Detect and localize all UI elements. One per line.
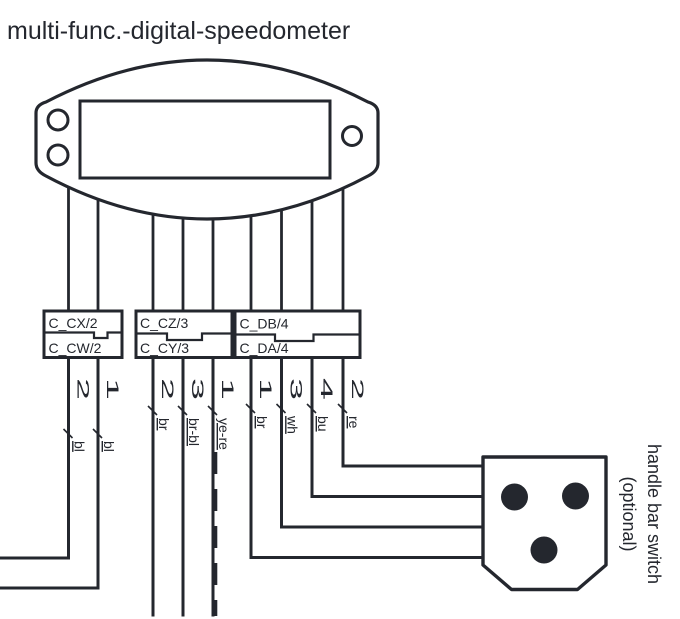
tick [275,403,287,414]
connector-block-1: C_CX/2 C_CW/2 [42,309,124,359]
wire-color-label: bl [101,441,117,452]
wire-bl-2 [0,357,70,560]
wire-re-2 [341,357,490,468]
tick [62,428,74,439]
wire-color-label: wh [285,415,301,434]
handlebar-switch-body [481,455,608,592]
tick [337,403,348,414]
wire-color-label: ye-re [216,418,232,450]
pin-number: 1 [103,378,122,400]
connector-label: C_CX/2 [49,315,98,331]
tick [306,403,317,414]
connector-block-3: C_DB/4 C_DA/4 [233,309,362,359]
connector-label: C_DB/4 [240,316,289,332]
connector-divider [235,333,360,343]
wire-color-label: bl [72,441,88,452]
tick [177,405,188,416]
wire-color-label: re [346,416,362,429]
button-hole-icon [341,125,363,147]
tick [147,405,158,416]
connector-label: C_CZ/3 [140,315,188,331]
wire-color-label: br [254,416,270,429]
wire-color-label: br [156,418,172,431]
switch-button-icon [501,483,528,511]
wire-wh-3 [280,357,490,529]
tick [245,403,256,414]
button-hole-icon [46,143,70,167]
connector-divider [44,331,122,340]
pin-number: 2 [158,378,177,400]
tick [207,405,218,416]
pin-number: 2 [74,378,93,400]
pin-number: 2 [348,378,367,400]
switch-label-line2: (optional) [619,476,639,551]
wire-color-label: bu [315,416,331,432]
button-hole-icon [46,108,70,132]
connector-block-2: C_CZ/3 C_CY/3 [134,309,234,359]
connector-divider [136,332,232,342]
lower-wires [0,357,490,617]
connector-label: C_DA/4 [240,340,289,356]
switch-button-icon [530,536,558,564]
pin-number: 4 [317,378,336,400]
pin-number: 1 [218,378,237,400]
wire-color-label: br-bl [186,418,202,446]
connector-box [42,309,124,359]
switch-label-line1: handle bar switch [644,444,664,584]
pin-numbers: 2 1 2 3 1 1 3 4 2 [74,378,368,400]
wire-color-labels: bl bl br br-bl ye-re br wh bu re [72,415,363,452]
speedometer-display [78,99,332,180]
wire-bu-4 [310,357,490,498]
pin-number: 3 [287,378,306,400]
leader-ticks [62,403,348,439]
wire-br-1 [249,357,490,559]
pin-number: 3 [188,378,207,400]
handlebar-switch: handle bar switch (optional) [481,444,664,592]
tick [92,428,103,439]
pin-number: 1 [256,378,275,400]
connector-label: C_CY/3 [140,340,189,356]
switch-button-icon [562,482,589,510]
diagram-title: multi-func.-digital-speedometer [7,17,350,45]
connector-label: C_CW/2 [49,340,102,356]
